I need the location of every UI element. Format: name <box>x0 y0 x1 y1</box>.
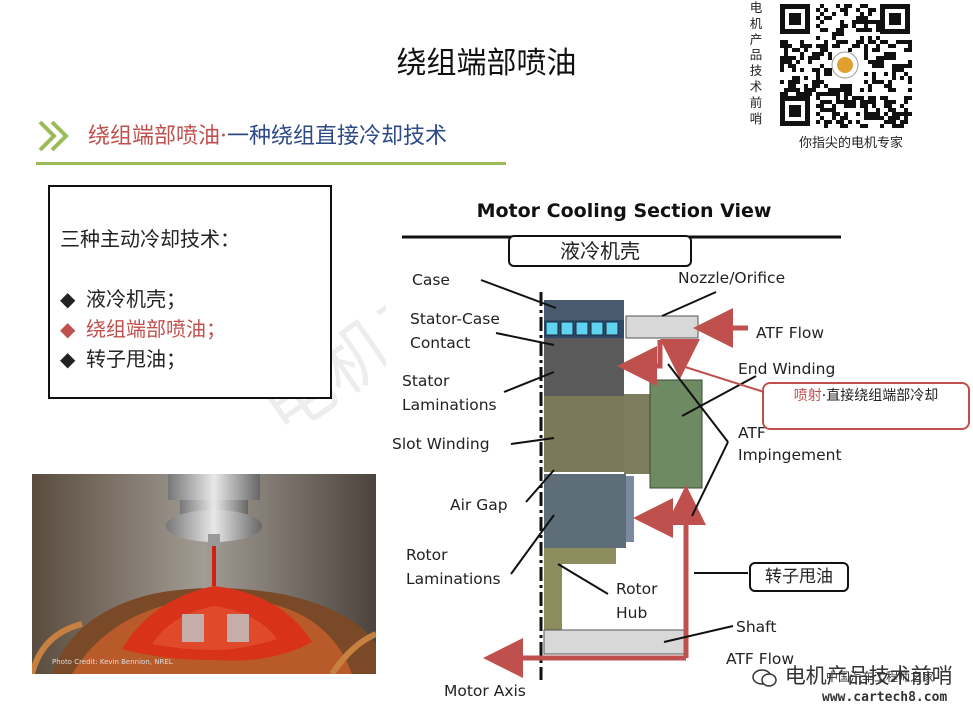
rotor-hub-block <box>544 548 562 632</box>
spray-callout: 喷射·直接绕组端部冷却 <box>762 382 970 430</box>
nozzle-spray-image <box>32 474 376 674</box>
label-air-gap: Air Gap <box>450 496 508 514</box>
motor-section-drawing <box>402 235 841 680</box>
list-item: ◆ 转子甩油； <box>60 343 186 372</box>
case-block <box>544 300 624 320</box>
stator-laminations-leader <box>503 371 555 393</box>
atf-impingement-leader-bottom <box>691 441 729 517</box>
qr-caption: 你指尖的电机专家 <box>798 136 903 151</box>
spray-callout-leader <box>681 365 765 393</box>
label-stator-case-2: Contact <box>410 334 471 352</box>
label-stator-lam-2: Laminations <box>402 396 497 414</box>
photo-credit: Photo Credit: Kevin Bennion, NREL <box>52 658 173 666</box>
qr-code-block: 电机产品技术前哨 你指尖的电机专家 <box>748 0 973 151</box>
watermark-main-text: 电机产品技术前哨 <box>784 664 953 688</box>
rotor-oil-callout: 转子甩油 <box>749 562 849 592</box>
motor-cooling-diagram: Motor Cooling Section View 液冷机壳 Case Sta… <box>386 180 862 700</box>
cooling-methods-heading: 三种主动冷却技术： <box>60 227 240 251</box>
end-winding-bridge <box>624 394 652 474</box>
cooling-channels <box>545 321 619 336</box>
stator-laminations-block <box>544 338 624 396</box>
list-item-text: 绕组端部喷油； <box>86 317 226 341</box>
watermark-site: 中国汽车工程师之家 <box>826 670 935 684</box>
case-leader <box>480 279 557 309</box>
diamond-bullet-icon: ◆ <box>60 317 76 341</box>
subtitle-red: 绕组端部喷油· <box>88 124 227 149</box>
label-rotor-hub-1: Rotor <box>616 580 658 598</box>
label-end-winding: End Winding <box>738 360 836 378</box>
label-slot-winding: Slot Winding <box>392 435 490 453</box>
label-stator-case-1: Stator-Case <box>410 310 500 328</box>
label-stator-lam-1: Stator <box>402 372 450 390</box>
air-gap-leader <box>525 469 555 503</box>
label-rotor-lam-2: Laminations <box>406 570 501 588</box>
rotor-oil-arrow <box>633 498 689 658</box>
nozzle-leader <box>661 291 717 317</box>
label-atf-impingement-1: ATF <box>738 424 766 442</box>
double-chevron-icon <box>38 120 69 152</box>
list-item-text: 转子甩油； <box>86 347 186 371</box>
subtitle-row: 绕组端部喷油·一种绕组直接冷却技术 <box>36 112 506 154</box>
stator-case-leader <box>495 332 555 346</box>
atf-flow-down-left-arrow <box>617 340 663 386</box>
slot-winding-leader <box>510 437 555 445</box>
label-atf-flow-bottom: ATF Flow <box>726 650 795 668</box>
diagram-title: Motor Cooling Section View <box>476 200 772 222</box>
diamond-bullet-icon: ◆ <box>60 347 76 371</box>
subtitle: 绕组端部喷油·一种绕组直接冷却技术 <box>88 118 447 150</box>
diamond-bullet-icon: ◆ <box>60 287 76 311</box>
shaft-leader <box>663 625 734 643</box>
slot-winding-block <box>544 396 624 472</box>
rotor-end-plate <box>626 476 634 542</box>
label-rotor-hub-2: Hub <box>616 604 648 622</box>
subtitle-divider <box>36 162 506 165</box>
subtitle-blue: 一种绕组直接冷却技术 <box>227 124 448 149</box>
list-item: ◆ 绕组端部喷油； <box>60 313 226 342</box>
cooling-methods-box: 三种主动冷却技术： ◆ 液冷机壳； ◆ 绕组端部喷油； ◆ 转子甩油； <box>48 185 332 399</box>
qr-code-icon <box>778 2 912 128</box>
spray-callout-text: ·直接绕组端部冷却 <box>821 388 939 404</box>
rotor-hub-leader <box>557 563 609 595</box>
list-item: ◆ 液冷机壳； <box>60 283 186 312</box>
atf-impingement-leader-top <box>667 363 729 443</box>
list-item-text: 液冷机壳； <box>86 287 186 311</box>
label-atf-impingement-2: Impingement <box>738 446 842 464</box>
watermark-main: 电机产品技术前哨 <box>752 660 953 690</box>
rotor-laminations-block <box>544 474 626 548</box>
slide-title: 绕组端部喷油 <box>396 46 577 81</box>
end-winding-leader <box>681 375 757 417</box>
liquid-case-callout: 液冷机壳 <box>508 235 692 267</box>
label-case: Case <box>412 271 450 289</box>
label-motor-axis: Motor Axis <box>444 682 526 700</box>
shaft-block <box>543 629 685 655</box>
label-nozzle: Nozzle/Orifice <box>678 269 786 287</box>
rotor-hub-arm <box>544 548 616 564</box>
spray-photo: Photo Credit: Kevin Bennion, NREL <box>32 474 376 674</box>
nozzle-block <box>625 315 699 339</box>
watermark-url: www.cartech8.com <box>822 690 948 705</box>
wechat-icon <box>752 668 778 688</box>
rotor-laminations-leader <box>510 514 555 575</box>
label-shaft: Shaft <box>736 618 777 636</box>
spray-callout-red: 喷射 <box>793 388 822 404</box>
label-atf-flow-top: ATF Flow <box>756 324 825 342</box>
qr-vertical-text: 电机产品技术前哨 <box>749 0 763 126</box>
end-winding-block <box>649 379 703 489</box>
label-rotor-lam-1: Rotor <box>406 546 448 564</box>
